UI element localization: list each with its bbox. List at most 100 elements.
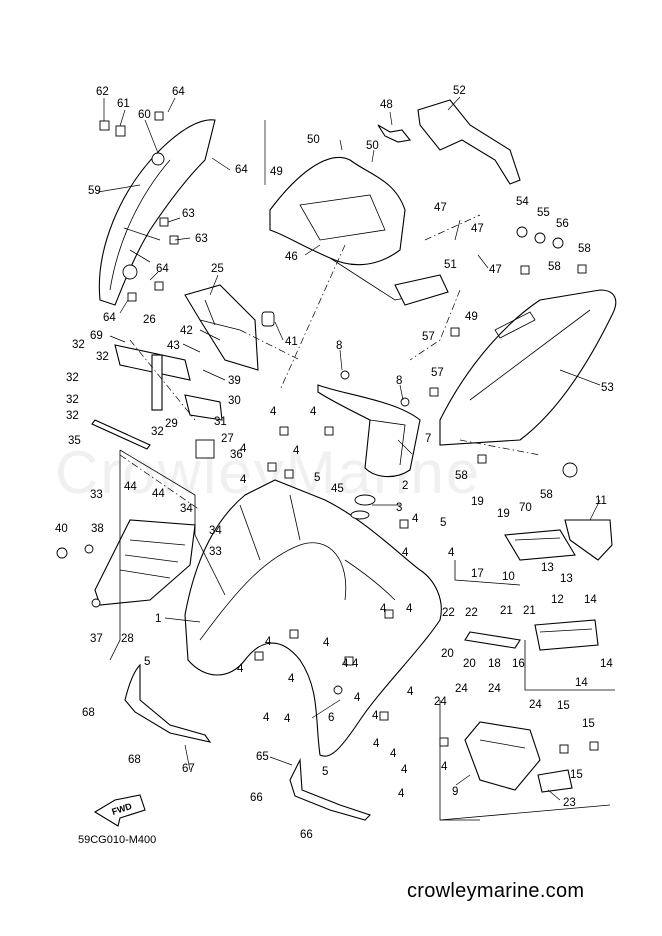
- callout-15: 15: [570, 769, 583, 781]
- callout-36: 36: [230, 449, 243, 461]
- callout-63: 63: [182, 208, 195, 220]
- callout-32: 32: [66, 372, 79, 384]
- fwd-arrow-icon: FWD: [93, 794, 146, 827]
- callout-11: 11: [595, 495, 607, 507]
- callout-27: 27: [221, 433, 234, 445]
- callout-13: 13: [560, 573, 573, 585]
- callout-4: 4: [412, 513, 419, 525]
- callout-4: 4: [372, 710, 379, 722]
- callouts: 62 61 60 64 64 59 63 63 64 64 25 26 69 4…: [55, 85, 614, 841]
- callout-20: 20: [463, 658, 476, 670]
- leader-lines: [97, 96, 601, 801]
- diagram-code: 59CG010-M400: [78, 834, 157, 846]
- callout-57: 57: [431, 367, 444, 379]
- callout-32: 32: [66, 410, 79, 422]
- callout-13: 13: [541, 562, 554, 574]
- callout-32: 32: [72, 339, 85, 351]
- part-59-left-side-cover: [98, 119, 216, 306]
- callout-4: 4: [265, 636, 272, 648]
- callout-15: 15: [582, 718, 595, 730]
- callout-51: 51: [444, 259, 457, 271]
- callout-33: 33: [90, 489, 103, 501]
- part-61-62-60-hardware: [99, 98, 165, 166]
- callout-8: 8: [396, 375, 402, 387]
- callout-30: 30: [228, 395, 241, 407]
- part-46-front-top-cover: [269, 156, 449, 306]
- callout-58: 58: [455, 470, 468, 482]
- callout-4: 4: [352, 658, 359, 670]
- part-23-pad: [537, 769, 573, 793]
- callout-54: 54: [516, 196, 529, 208]
- callout-4: 4: [448, 547, 455, 559]
- callout-23: 23: [563, 797, 576, 809]
- callout-4: 4: [270, 406, 277, 418]
- callout-9: 9: [452, 786, 458, 798]
- callout-4: 4: [407, 686, 414, 698]
- callout-39: 39: [228, 375, 241, 387]
- callout-14: 14: [575, 677, 588, 689]
- callout-19: 19: [497, 508, 510, 520]
- callout-41: 41: [285, 336, 298, 348]
- part-67-harness: [124, 663, 212, 743]
- callout-6: 6: [328, 712, 334, 724]
- callout-4: 4: [380, 603, 387, 615]
- part-25-inner-duct: [184, 284, 275, 371]
- callout-4: 4: [406, 603, 413, 615]
- callout-4: 4: [390, 748, 397, 760]
- callout-19: 19: [471, 496, 484, 508]
- callout-22: 22: [442, 607, 455, 619]
- callout-21: 21: [500, 605, 513, 617]
- callout-50: 50: [366, 140, 379, 152]
- callout-4: 4: [354, 692, 361, 704]
- callout-43: 43: [167, 340, 180, 352]
- fasteners: [56, 111, 599, 754]
- callout-24: 24: [529, 699, 542, 711]
- callout-46: 46: [285, 251, 298, 263]
- part-12-unit: [534, 619, 599, 651]
- callout-16: 16: [512, 658, 525, 670]
- callout-44: 44: [152, 488, 165, 500]
- callout-4: 4: [401, 764, 408, 776]
- callout-42: 42: [180, 325, 193, 337]
- callout-5: 5: [440, 517, 446, 529]
- callout-55: 55: [537, 207, 550, 219]
- part-16-bracket: [464, 631, 521, 649]
- callout-34: 34: [209, 525, 222, 537]
- callout-32: 32: [96, 351, 109, 363]
- callout-38: 38: [91, 523, 104, 535]
- part-48-strip: [377, 124, 412, 143]
- callout-4: 4: [263, 712, 270, 724]
- callout-47: 47: [471, 223, 484, 235]
- callout-15: 15: [557, 700, 570, 712]
- callout-68: 68: [128, 754, 141, 766]
- callout-69: 69: [90, 330, 103, 342]
- callout-68: 68: [82, 707, 95, 719]
- callout-1: 1: [155, 613, 161, 625]
- callout-53: 53: [601, 382, 614, 394]
- callout-5: 5: [144, 656, 150, 668]
- callout-49: 49: [465, 311, 478, 323]
- callout-7: 7: [425, 433, 431, 445]
- callout-24: 24: [434, 696, 447, 708]
- callout-17: 17: [471, 568, 484, 580]
- callout-4: 4: [398, 788, 405, 800]
- callout-44: 44: [124, 481, 137, 493]
- callout-61: 61: [117, 98, 130, 110]
- brand-website: crowleymarine.com: [407, 880, 585, 902]
- callout-4: 4: [237, 663, 244, 675]
- callout-56: 56: [556, 218, 569, 230]
- callout-48: 48: [380, 99, 393, 111]
- part-9-lower-box: [464, 721, 541, 791]
- part-35-strip: [91, 419, 151, 450]
- callout-18: 18: [488, 658, 501, 670]
- part-26-bracket: [114, 339, 196, 421]
- part-53-right-side-cover: [439, 289, 617, 478]
- callout-4: 4: [288, 673, 295, 685]
- callout-47: 47: [434, 202, 447, 214]
- callout-49: 49: [270, 166, 283, 178]
- callout-50: 50: [307, 134, 320, 146]
- callout-4: 4: [402, 547, 409, 559]
- callout-4: 4: [441, 761, 448, 773]
- callout-52: 52: [453, 85, 466, 97]
